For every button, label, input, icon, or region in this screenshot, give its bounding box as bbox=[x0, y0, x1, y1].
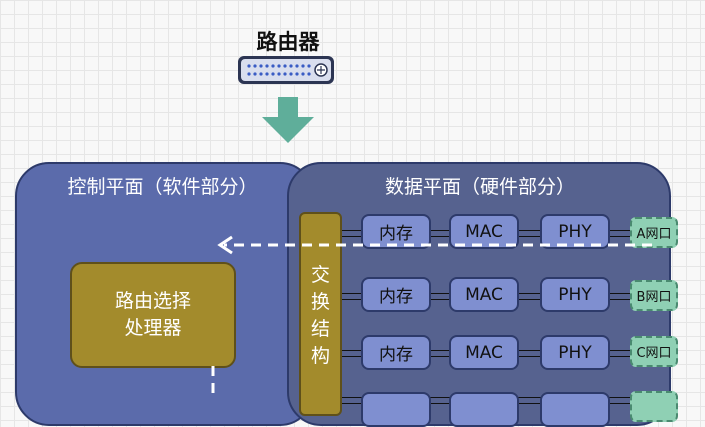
mac-cell: MAC bbox=[449, 335, 519, 370]
mac-cell: MAC bbox=[449, 277, 519, 312]
control-path-dashed-line bbox=[211, 235, 233, 400]
memory-cell: 内存 bbox=[361, 214, 431, 249]
port-c: C网口 bbox=[630, 336, 678, 367]
mac-cell: MAC bbox=[449, 214, 519, 249]
switch-fabric-char: 结 bbox=[310, 318, 330, 340]
phy-cell: PHY bbox=[540, 214, 610, 249]
port-b: B网口 bbox=[630, 280, 678, 311]
switch-fabric-label: 交 换 结 构 bbox=[301, 262, 340, 370]
phy-cell: PHY bbox=[540, 277, 610, 312]
routing-processor-label-2: 处理器 bbox=[124, 317, 182, 339]
routing-processor-box: 路由选择 处理器 bbox=[70, 262, 236, 368]
switch-fabric-char: 换 bbox=[310, 291, 330, 313]
phy-cell: PHY bbox=[540, 335, 610, 370]
router-title: 路由器 bbox=[256, 30, 320, 54]
switch-fabric-char: 构 bbox=[310, 345, 330, 367]
switch-fabric-char: 交 bbox=[310, 264, 330, 286]
memory-cell: 内存 bbox=[361, 277, 431, 312]
port-a: A网口 bbox=[630, 217, 678, 248]
routing-processor-label-1: 路由选择 bbox=[114, 290, 191, 312]
data-plane-title: 数据平面（硬件部分） bbox=[384, 176, 575, 198]
control-plane-title: 控制平面（软件部分） bbox=[67, 176, 258, 198]
down-arrow-icon bbox=[262, 97, 314, 143]
router-icon bbox=[238, 56, 334, 84]
memory-cell: 内存 bbox=[361, 335, 431, 370]
